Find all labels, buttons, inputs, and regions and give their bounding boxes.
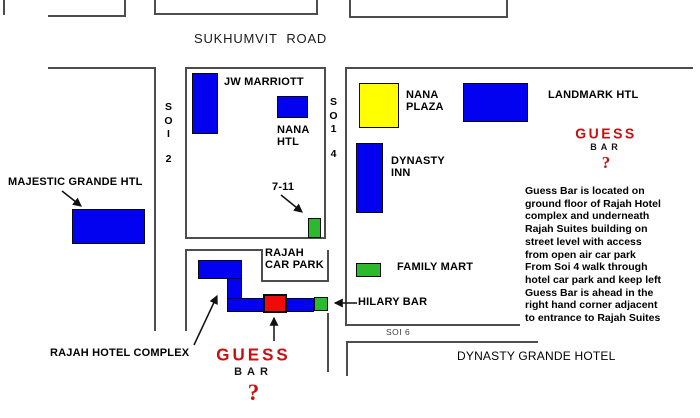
guess-brand-text: GUESS	[216, 344, 291, 365]
hilary-bar-label: HILARY BAR	[358, 296, 428, 308]
jw-marriott-label: JW MARRIOTT	[224, 76, 304, 88]
seven-eleven-arrow	[280, 194, 303, 213]
marriott-block-outline	[185, 67, 326, 239]
rajah-hotel-complex-wing-mid	[227, 278, 242, 299]
soi-2-number: 2	[165, 153, 172, 165]
soi6-south-block-outline	[346, 341, 538, 376]
majestic-grande-label: MAJESTIC GRANDE HTL	[8, 176, 143, 188]
nana-plaza-label: NANA PLAZA	[406, 89, 444, 113]
guess-logo-right: GUESS BAR ?	[565, 126, 647, 171]
east-block-outline	[345, 67, 693, 326]
rajah-hotel-complex-wing-top	[198, 260, 242, 279]
top-block-line-4	[349, 0, 508, 18]
directions-text: Guess Bar is located on ground floor of …	[525, 185, 661, 325]
nana-plaza-building	[359, 83, 399, 128]
majestic-grande-building	[72, 209, 145, 244]
guess-bar-location	[263, 294, 287, 313]
dynasty-inn-building	[356, 143, 383, 213]
soi-6-label: SOI 6	[386, 327, 411, 337]
seven-eleven-store	[308, 218, 321, 238]
soi-2-label: SOI	[164, 101, 173, 140]
sukhumvit-road-label: SUKHUMVIT ROAD	[194, 31, 328, 46]
rajah-hotel-complex-label: RAJAH HOTEL COMPLEX	[50, 347, 190, 359]
nana-hotel-building	[277, 96, 308, 118]
west-block-outline	[48, 67, 156, 331]
car-park-block-outline	[185, 249, 329, 331]
dynasty-inn-label: DYNASTY INN	[391, 155, 445, 179]
guess-question-mark: ?	[247, 380, 260, 405]
top-block-line-2	[48, 0, 126, 17]
nana-hotel-label: NANA HTL	[277, 124, 310, 148]
rajah-hotel-complex-arrow	[193, 294, 218, 346]
guess-question-mark: ?	[601, 153, 611, 172]
landmark-hotel-building	[463, 83, 528, 122]
family-mart-label: FAMILY MART	[397, 261, 474, 273]
seven-eleven-label: 7-11	[272, 181, 295, 193]
rajah-car-park-label: RAJAH CAR PARK	[265, 247, 324, 271]
soi-4-label: SO1	[329, 96, 338, 135]
dynasty-grande-label: DYNASTY GRANDE HOTEL	[457, 349, 616, 363]
guess-brand-text: GUESS	[575, 124, 637, 142]
guess-bar-text: BAR	[234, 366, 273, 378]
majestic-grande-arrow	[61, 190, 82, 207]
soi-4-number: 4	[330, 148, 337, 160]
jw-marriott-building	[192, 73, 218, 134]
guess-logo-left: GUESS BAR ?	[206, 346, 301, 404]
guess-bar-text: BAR	[590, 142, 622, 152]
hilary-bar-store	[314, 297, 328, 311]
landmark-hotel-label: LANDMARK HTL	[548, 89, 639, 101]
family-mart-store	[356, 263, 381, 277]
top-block-line-3	[154, 0, 318, 15]
